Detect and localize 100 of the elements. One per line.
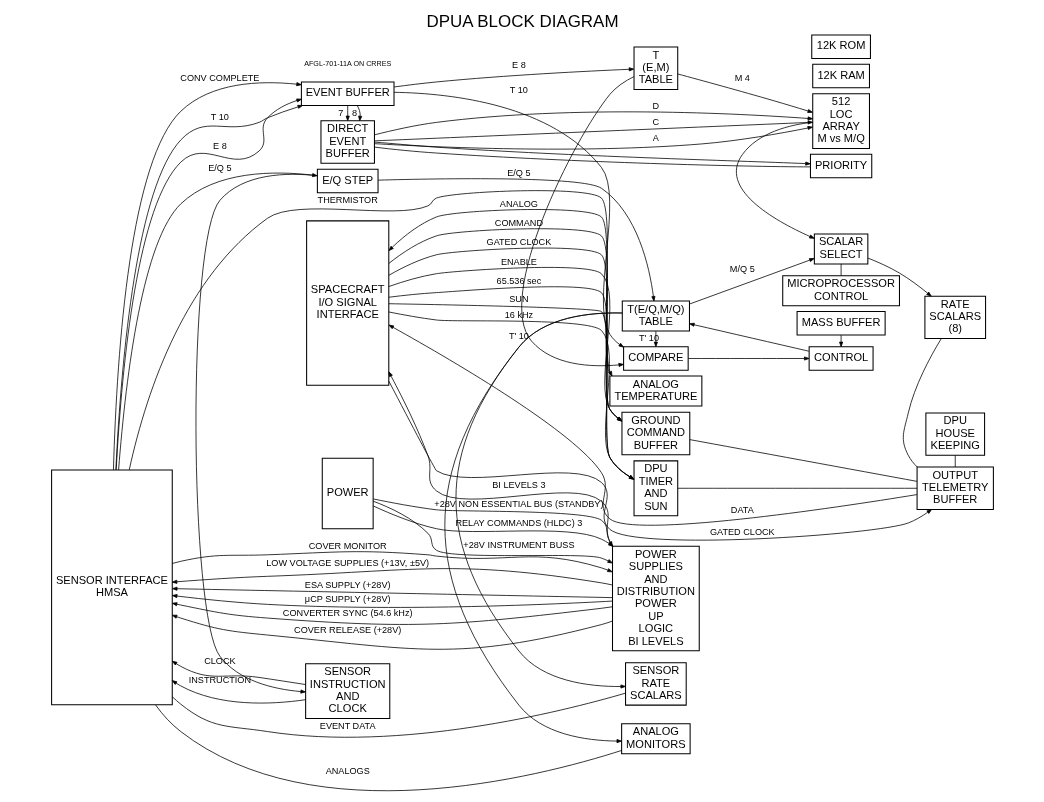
edge-label: 8 [351, 107, 357, 118]
arrow [388, 324, 917, 526]
arrow [373, 126, 813, 150]
arrow [377, 178, 655, 302]
node-box: SCALAR SELECT [813, 233, 868, 265]
node-box: E/Q STEP [316, 168, 379, 194]
arrow [171, 594, 613, 608]
edge-label: D [652, 101, 659, 112]
arrow [838, 334, 843, 348]
edge-label: BI LEVELS 3 [491, 480, 546, 491]
edge-label: E/Q 5 [506, 168, 531, 178]
arrow [372, 500, 613, 564]
edge-label: T 10 [210, 111, 229, 122]
edge-label: LOW VOLTAGE SUPPLIES (+13V, ±5V) [265, 558, 429, 569]
node-box: RATE SCALARS (8) [923, 295, 986, 340]
edge-label: 7 [337, 107, 343, 118]
edge-label: M/Q 5 [729, 263, 755, 274]
node-box: SENSOR RATE SCALARS [624, 662, 687, 706]
node-box: 12K RAM [811, 63, 870, 89]
node-box: DIRECT EVENT BUFFER [319, 120, 375, 164]
edge-label: ESA SUPPLY (+28V) [304, 579, 391, 590]
node-box: COMPARE [622, 346, 689, 371]
arrow [688, 258, 815, 305]
edge-label: INSTRUCTION [188, 675, 251, 686]
edge-label: GATED CLOCK [486, 237, 551, 248]
edge-label: +28V NON ESSENTIAL BUS (STANDBY) [433, 499, 603, 510]
edge-label: COMMAND [494, 218, 543, 229]
arrow [171, 660, 306, 685]
edge-label: E 8 [511, 60, 526, 71]
arrow [117, 172, 317, 471]
edge-label: RELAY COMMANDS (HLDC) 3 [454, 518, 582, 529]
node-box: POWER [321, 457, 374, 530]
arrow [393, 67, 634, 88]
edge-label: E 8 [212, 140, 227, 151]
edge-label: ANALOGS [325, 766, 370, 777]
edge-label: +28V INSTRUMENT BUSS [462, 539, 574, 550]
edge-label: 65.536 sec [496, 276, 541, 287]
arrow [171, 680, 306, 704]
arrow [356, 105, 362, 122]
connector [954, 455, 956, 468]
edge-label: M 4 [734, 73, 750, 84]
edge-label: EVENT DATA [319, 721, 376, 732]
edge-label: μCP SUPPLY (+28V) [304, 593, 391, 604]
edge-label: T 10 [509, 85, 528, 96]
node-box: OUTPUT TELEMETRY BUFFER [916, 466, 994, 510]
arrow [171, 602, 613, 625]
arrow [443, 312, 623, 744]
arrow [687, 356, 809, 361]
arrow [373, 120, 813, 142]
connector [688, 439, 917, 482]
diagram-title: DPUA BLOCK DIAGRAM [425, 12, 619, 32]
edge-label: COVER MONITOR [308, 541, 387, 552]
arrow [735, 121, 815, 239]
node-box: SPACECRAFT I/O SIGNAL INTERFACE [305, 220, 389, 386]
arrow [688, 322, 809, 352]
arrow [345, 105, 350, 122]
edge-label: 16 kHz [504, 309, 533, 320]
edge-label: THERMISTOR [317, 195, 378, 206]
connector [154, 704, 622, 792]
arrow [171, 568, 613, 586]
node-box: GROUND COMMAND BUFFER [620, 411, 690, 456]
node-box: CONTROL [808, 346, 874, 371]
arrow [171, 551, 613, 573]
connector [677, 487, 917, 489]
arrow [171, 614, 613, 650]
node-box: DPU HOUSE KEEPING [924, 412, 985, 456]
node-box: DPU TIMER AND SUN [633, 460, 678, 517]
node-box: POWER SUPPLIES AND DISTRIBUTION POWER UP LOGIC BI LEVELS [611, 545, 700, 652]
node-box: MICROPROCESSOR CONTROL [781, 275, 900, 307]
arrow [520, 76, 634, 367]
arrow [171, 586, 613, 598]
edge-label: ENABLE [500, 256, 537, 267]
node-box: T(E/Q,M/Q) TABLE [621, 300, 690, 332]
connector [171, 692, 626, 738]
edge-label: ANALOG [499, 198, 538, 209]
node-box: SENSOR INTERFACE HMSA [50, 469, 173, 706]
edge-label: CONVERTER SYNC (54.6 kHz) [282, 607, 413, 618]
edge-label: E/Q 5 [207, 162, 232, 173]
edge-label: GATED CLOCK [709, 527, 775, 538]
edge-label: SUN [508, 293, 529, 304]
node-box: ANALOG TEMPERATURE [608, 375, 702, 407]
node-box: ANALOG MONITORS [620, 723, 691, 755]
edge-label: CONV COMPLETE [179, 72, 259, 83]
edge-label: T' 10 [638, 333, 659, 344]
arrow [195, 173, 318, 694]
edge-label: A [652, 133, 659, 144]
connector [373, 146, 811, 168]
edge-label: DATA [730, 504, 754, 515]
connector [902, 338, 942, 468]
arrow [373, 111, 813, 136]
node-box: 12K ROM [810, 34, 871, 59]
arrow [393, 91, 624, 348]
arrow [867, 257, 932, 297]
node-box: 512 LOC ARRAY M vs M/Q [811, 93, 870, 149]
edge-label: COVER RELEASE (+28V) [293, 624, 401, 635]
arrow [676, 73, 813, 113]
edge-label: C [652, 117, 659, 128]
arrow [373, 141, 811, 166]
node-box: EVENT BUFFER [300, 81, 395, 106]
node-box: T (E,M) TABLE [633, 46, 678, 90]
